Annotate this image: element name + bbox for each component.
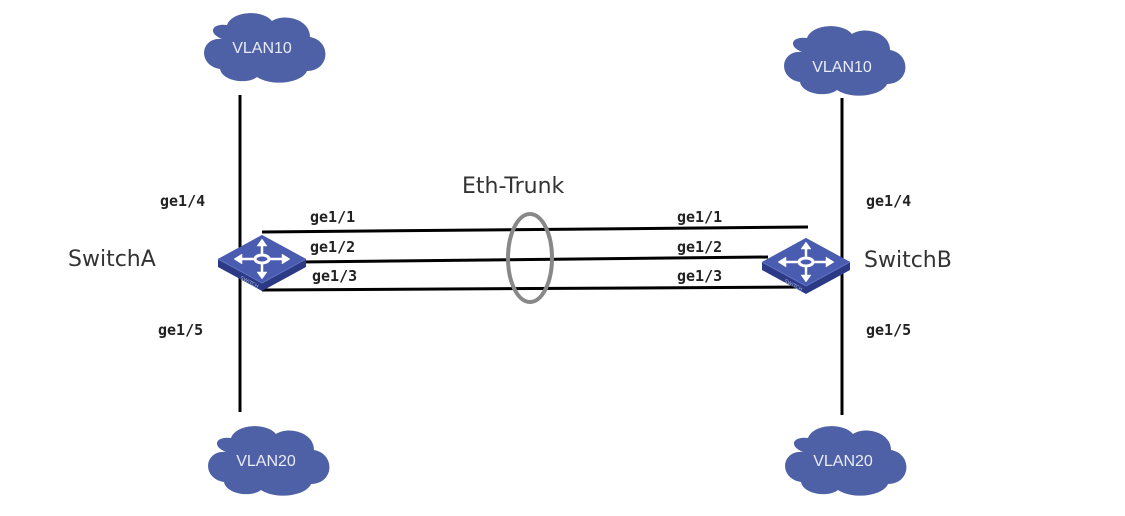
cloud-vlan10-switchA[interactable]: VLAN10: [204, 13, 326, 83]
switch-icon: [760, 236, 852, 296]
trunk-link-2: [299, 255, 769, 264]
cloud-label: VLAN20: [236, 453, 296, 470]
cloud-vlan10-switchB[interactable]: VLAN10: [784, 26, 906, 96]
switchB[interactable]: [760, 236, 852, 296]
port-label-a-ge1-1: ge1/1: [310, 208, 355, 226]
port-label-a-ge1-2: ge1/2: [310, 238, 355, 256]
port-label-b-ge1-1: ge1/1: [677, 208, 722, 226]
eth-trunk-label: Eth-Trunk: [462, 174, 565, 199]
port-label-b-ge1-5: ge1/5: [866, 321, 911, 339]
port-label-b-ge1-3: ge1/3: [677, 267, 722, 285]
trunk-link-1: [261, 225, 809, 234]
switchA[interactable]: [216, 233, 308, 293]
port-label-b-ge1-2: ge1/2: [677, 238, 722, 256]
switch-icon: [216, 233, 308, 293]
switchB-label: SwitchB: [864, 248, 952, 273]
port-label-b-ge1-4: ge1/4: [866, 192, 911, 210]
cloud-vlan20-switchB[interactable]: VLAN20: [785, 426, 907, 496]
port-label-a-ge1-3: ge1/3: [312, 267, 357, 285]
port-label-a-ge1-4: ge1/4: [160, 192, 205, 210]
port-label-a-ge1-5: ge1/5: [158, 321, 203, 339]
eth-trunk-ellipse: [506, 212, 554, 304]
cloud-label: VLAN10: [232, 40, 292, 57]
trunk-link-3: [261, 285, 809, 292]
switchA-label: SwitchA: [68, 247, 156, 272]
cloud-label: VLAN20: [813, 453, 873, 470]
cloud-vlan20-switchA[interactable]: VLAN20: [208, 426, 330, 496]
cloud-label: VLAN10: [812, 59, 872, 76]
